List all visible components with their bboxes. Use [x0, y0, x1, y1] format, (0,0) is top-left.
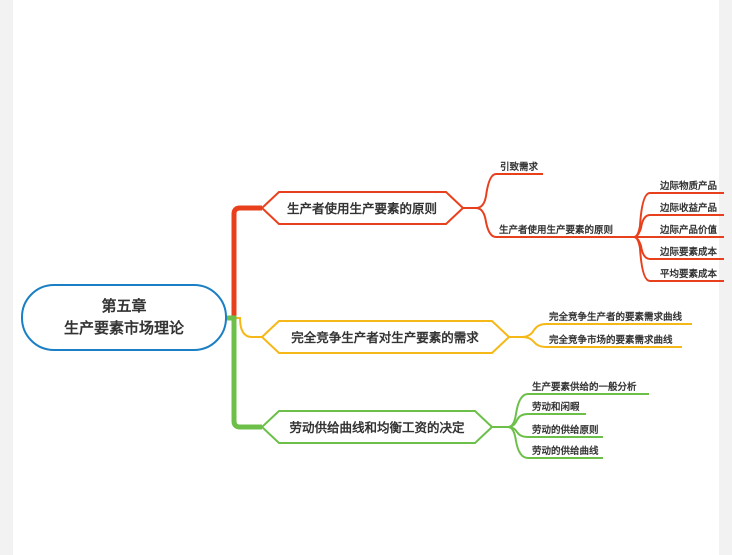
branch-2-label: 完全竞争生产者对生产要素的需求 [291, 330, 479, 345]
branch-1[interactable]: 生产者使用生产要素的原则 [260, 191, 465, 225]
node-3-1[interactable]: 生产要素供给的一般分析 [532, 381, 637, 393]
branch-2[interactable]: 完全竞争生产者对生产要素的需求 [260, 320, 511, 354]
root-subtitle: 生产要素市场理论 [64, 319, 185, 337]
leaf-1-2-4[interactable]: 边际要素成本 [659, 246, 718, 258]
node-1-2[interactable]: 生产者使用生产要素的原则 [499, 224, 613, 236]
node-1-2-children [620, 192, 724, 282]
trunk-green [226, 315, 262, 430]
branch-1-connector [463, 173, 543, 209]
node-2-1[interactable]: 完全竞争生产者的要素需求曲线 [549, 311, 683, 323]
leaf-1-2-1[interactable]: 边际物质产品 [659, 180, 717, 192]
node-3-3[interactable]: 劳动的供给原则 [532, 424, 599, 436]
node-3-4[interactable]: 劳动的供给曲线 [532, 445, 599, 457]
leaf-1-2-3[interactable]: 边际产品价值 [659, 224, 718, 236]
trunk-yellow [234, 317, 262, 338]
node-2-2[interactable]: 完全竞争市场的要素需求曲线 [549, 334, 673, 346]
branch-1-label: 生产者使用生产要素的原则 [287, 201, 437, 216]
leaf-1-2-5[interactable]: 平均要素成本 [660, 268, 718, 280]
mindmap-canvas [13, 0, 719, 555]
node-3-2[interactable]: 劳动和闲暇 [532, 401, 580, 413]
branch-3[interactable]: 劳动供给曲线和均衡工资的决定 [260, 410, 494, 444]
trunk-red [226, 205, 262, 321]
node-1-1[interactable]: 引致需求 [500, 161, 539, 173]
branch-2-connectors [509, 323, 692, 348]
root-node[interactable] [21, 284, 227, 351]
branch-3-label: 劳动供给曲线和均衡工资的决定 [289, 420, 465, 435]
leaf-1-2-2[interactable]: 边际收益产品 [659, 202, 717, 214]
root-title: 第五章 [101, 297, 146, 315]
branch-1-connector [475, 207, 620, 238]
branch-3-connectors [492, 393, 649, 459]
